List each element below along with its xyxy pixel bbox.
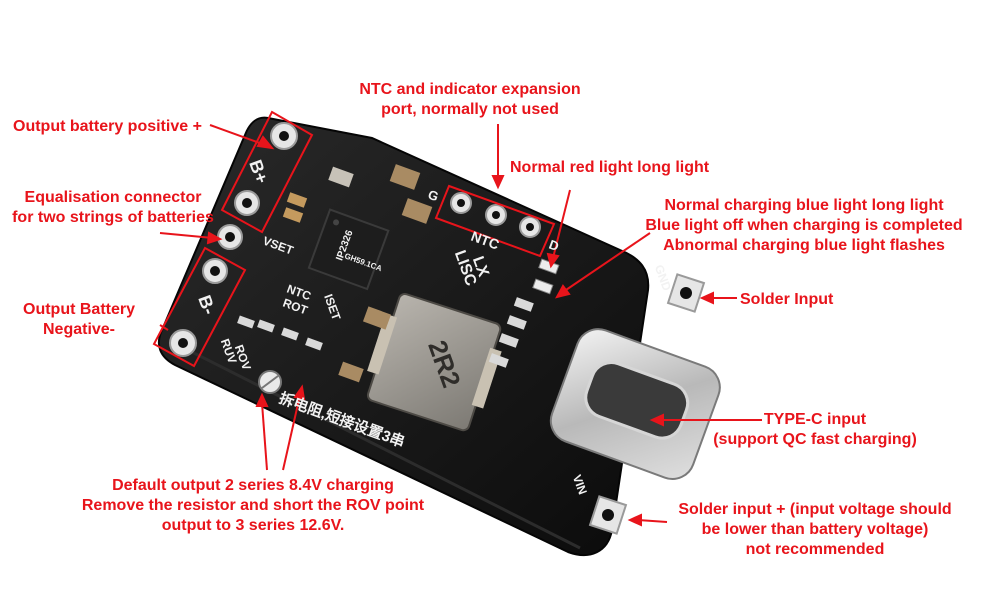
- label-output-positive: Output battery positive +: [13, 118, 202, 135]
- input-pads: [588, 273, 706, 535]
- callout-arrows: [159, 124, 762, 527]
- box-b-plus: [220, 110, 314, 234]
- silk-vin: VIN: [570, 473, 590, 497]
- silk-g: G: [426, 187, 441, 205]
- rov-point: [258, 370, 282, 394]
- label-solder-input-plus: Solder input + (input voltage should be …: [678, 501, 952, 558]
- silk-gnd: GND: [652, 263, 674, 293]
- box-ntc-port: [434, 184, 556, 258]
- label-default-output: Default output 2 series 8.4V charging Re…: [81, 477, 425, 534]
- silk-lx: LX: [469, 254, 492, 279]
- small-components: [237, 164, 534, 383]
- label-typec: TYPE-C input (support QC fast charging): [713, 411, 917, 448]
- expansion-pads: [450, 192, 541, 238]
- label-output-negative: Output Battery Negative-: [23, 301, 135, 338]
- callout-boxes: [152, 110, 556, 368]
- label-blue-light: Normal charging blue light long light Bl…: [645, 197, 963, 254]
- battery-pads: [169, 122, 298, 357]
- box-b-minus: [152, 246, 247, 368]
- label-equalisation: Equalisation connector for two strings o…: [12, 189, 214, 226]
- label-ntc-port: NTC and indicator expansion port, normal…: [359, 81, 581, 118]
- label-solder-input: Solder Input: [740, 291, 834, 308]
- label-red-light: Normal red light long light: [510, 159, 710, 176]
- blue-led: [532, 278, 554, 295]
- ic-chip: [307, 208, 390, 291]
